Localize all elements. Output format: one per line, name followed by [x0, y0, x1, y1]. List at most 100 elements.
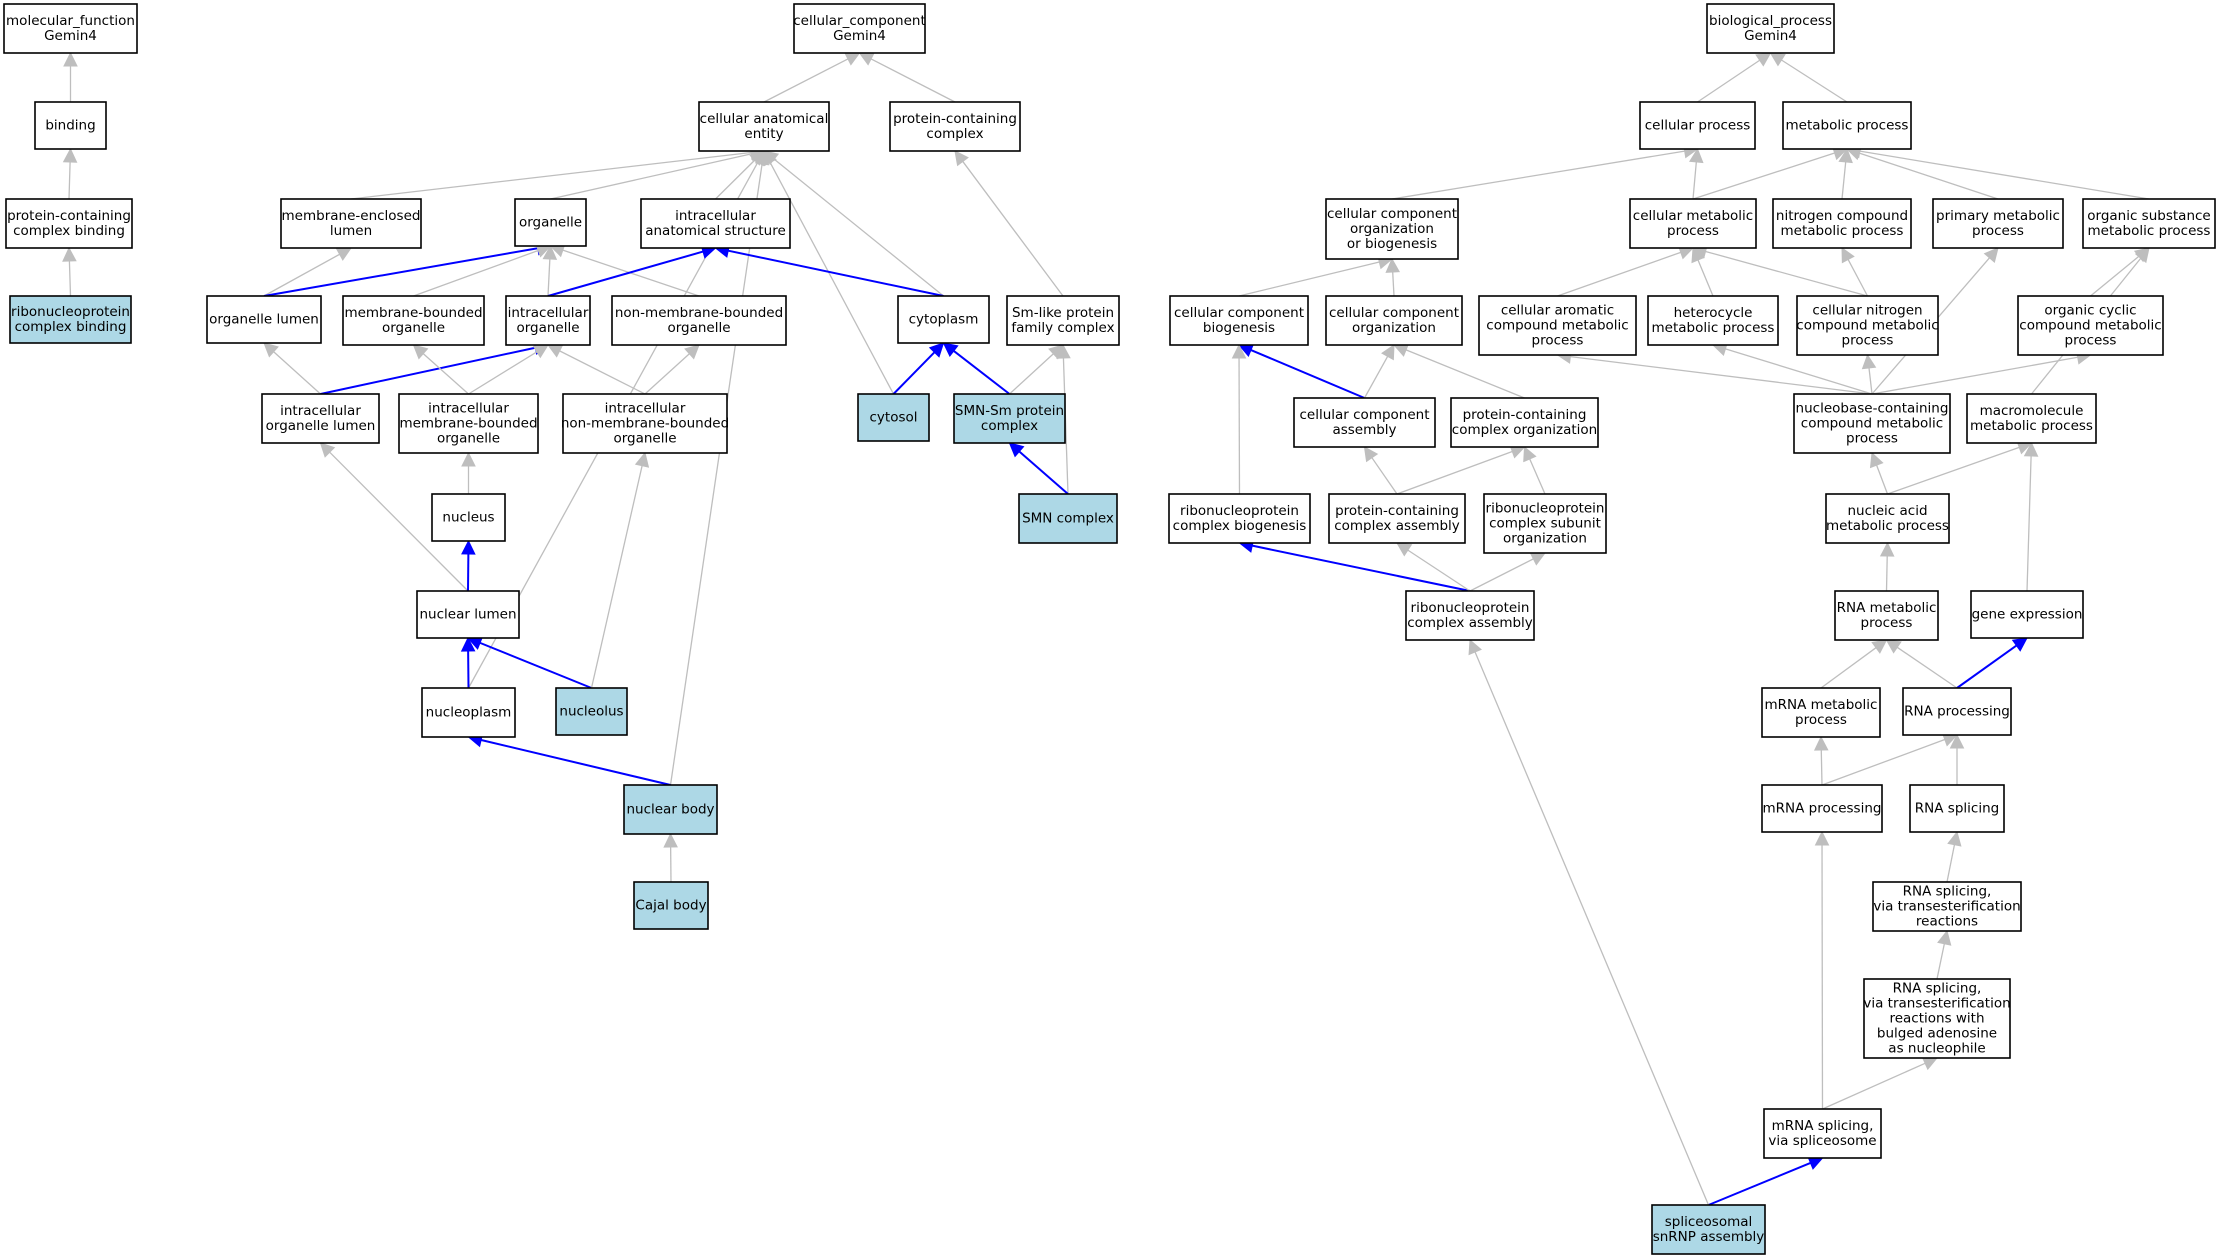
- node-cellular-process[interactable]: cellular process: [1639, 101, 1756, 150]
- node-rna-splicing[interactable]: RNA splicing: [1909, 784, 2005, 833]
- node-label-line: organic cyclic: [2044, 303, 2136, 319]
- node-smn-complex[interactable]: SMN complex: [1018, 493, 1118, 544]
- node-label-line: process: [1842, 333, 1894, 349]
- node-cajal-body[interactable]: Cajal body: [633, 881, 709, 930]
- node-label-line: intracellular: [428, 401, 509, 417]
- node-box: [1761, 784, 1883, 833]
- node-cytoplasm[interactable]: cytoplasm: [897, 295, 990, 344]
- edge-nucleoplasm-to-nuclear-lumen: [460, 636, 476, 689]
- node-layer: molecular_functionGemin4bindingprotein-c…: [3, 3, 2216, 1255]
- node-cytosol[interactable]: cytosol: [857, 393, 930, 442]
- node-label-line: complex: [926, 126, 983, 142]
- node-box: [9, 295, 132, 344]
- node-rna-splicing-bulged[interactable]: RNA splicing,via transesterificationreac…: [1863, 978, 2011, 1059]
- node-label-line: biological_process: [1709, 13, 1832, 29]
- node-box: [1872, 881, 2022, 932]
- node-nucleus[interactable]: nucleus: [431, 493, 506, 542]
- node-label-line: metabolic process: [1652, 320, 1775, 336]
- node-box: [1761, 687, 1881, 738]
- node-label-line: complex biogenesis: [1173, 518, 1307, 534]
- node-box: [398, 393, 539, 454]
- node-label-line: metabolic process: [1826, 518, 1949, 534]
- node-metabolic-process[interactable]: metabolic process: [1782, 101, 1912, 150]
- node-organelle-lumen[interactable]: organelle lumen: [206, 295, 322, 344]
- node-label-line: molecular_function: [6, 13, 135, 29]
- node-rna-splicing-trans[interactable]: RNA splicing,via transesterificationreac…: [1872, 881, 2022, 932]
- edge-smn-complex-to-smn-sm-complex: [1008, 442, 1069, 495]
- node-label-line: compound metabolic: [1486, 318, 1628, 334]
- node-label-line: organization: [1503, 531, 1587, 547]
- node-box: [514, 198, 587, 247]
- node-label-line: Gemin4: [833, 28, 886, 44]
- node-box: [261, 393, 380, 444]
- edge-nucleic-acid-metabolic-to-nucleobase: [1869, 451, 1889, 495]
- node-label-line: complex organization: [1452, 422, 1597, 438]
- node-nuclear-body[interactable]: nuclear body: [623, 784, 718, 835]
- node-label-line: nucleobase-containing: [1796, 401, 1949, 417]
- node-gene-expression[interactable]: gene expression: [1970, 590, 2084, 639]
- edge-nuclear-lumen-to-intracell-organelle-lumen: [319, 442, 469, 592]
- node-organelle[interactable]: organelle: [514, 198, 587, 247]
- node-rna-processing[interactable]: RNA processing: [1902, 687, 2012, 736]
- node-box: [953, 393, 1066, 444]
- node-mrna-processing[interactable]: mRNA processing: [1761, 784, 1883, 833]
- node-box: [1006, 295, 1120, 346]
- node-intracell-nmb-organelle[interactable]: intracellularnon-membrane-boundedorganel…: [561, 393, 729, 454]
- node-nucleolus[interactable]: nucleolus: [555, 687, 628, 736]
- edge-pc-complex-binding-to-binding: [62, 147, 78, 200]
- edge-cytosol-to-cytoplasm: [892, 342, 945, 395]
- node-label-line: nucleoplasm: [426, 705, 512, 721]
- node-box: [1796, 295, 1939, 356]
- node-label-line: organelle: [516, 320, 579, 336]
- node-box: [1325, 295, 1463, 346]
- node-nuclear-lumen[interactable]: nuclear lumen: [416, 590, 520, 639]
- node-label-line: biogenesis: [1203, 320, 1275, 336]
- node-box: [889, 101, 1021, 152]
- node-mrna-splicing[interactable]: mRNA splicing,via spliceosome: [1763, 1108, 1882, 1159]
- node-label-line: cellular component: [1299, 407, 1429, 423]
- edge-smn-sm-complex-to-cytoplasm: [942, 342, 1011, 395]
- node-nucleoplasm[interactable]: nucleoplasm: [421, 687, 516, 738]
- node-binding[interactable]: binding: [34, 101, 107, 150]
- node-box: [633, 881, 709, 930]
